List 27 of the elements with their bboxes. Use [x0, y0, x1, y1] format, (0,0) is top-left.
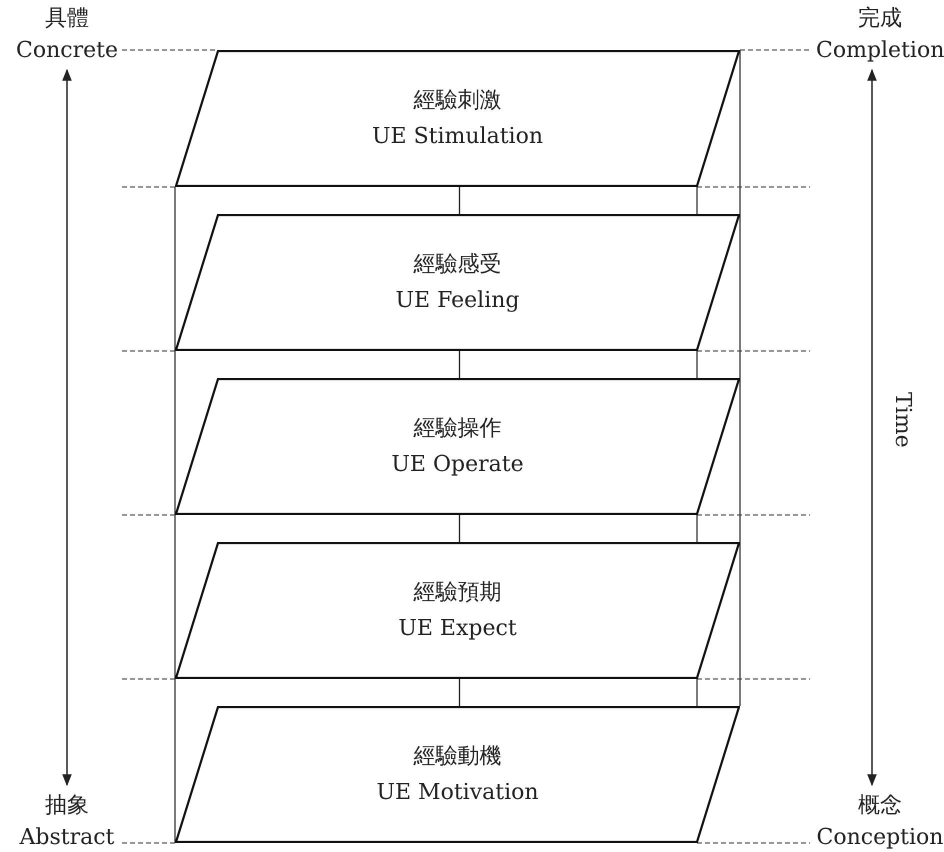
stage-label: Conception [816, 827, 944, 849]
stage-label: 完成 [858, 8, 902, 30]
parallelogram-layer [175, 214, 740, 351]
concept-label: 抽象 [45, 795, 89, 817]
parallelogram-layer [175, 378, 740, 515]
concept-label: Abstract [20, 827, 114, 849]
layer-title: 經驗動機 [414, 743, 502, 772]
layer-title: 經驗刺激 [414, 87, 502, 116]
parallelogram-layer [175, 706, 740, 843]
concept-label: Concrete [16, 40, 118, 62]
layer-subtitle: UE Feeling [395, 286, 520, 314]
layer-title: 經驗操作 [414, 415, 502, 444]
connector-line [458, 187, 460, 214]
layer-subtitle: UE Stimulation [372, 122, 543, 150]
layer-subtitle: UE Operate [391, 450, 524, 478]
layer-subtitle: UE Expect [398, 614, 517, 642]
connector-line [458, 515, 460, 542]
layer-subtitle: UE Motivation [376, 778, 539, 806]
concept-label: 具體 [45, 8, 89, 30]
parallelogram-layer [175, 542, 740, 679]
layer-title: 經驗感受 [414, 251, 502, 280]
connector-line [458, 351, 460, 378]
stage-label: Completion [816, 40, 944, 62]
layer-title: 經驗預期 [414, 579, 502, 608]
stage-label: 概念 [858, 795, 902, 817]
parallelogram-layer [175, 50, 740, 187]
connector-line [458, 679, 460, 706]
